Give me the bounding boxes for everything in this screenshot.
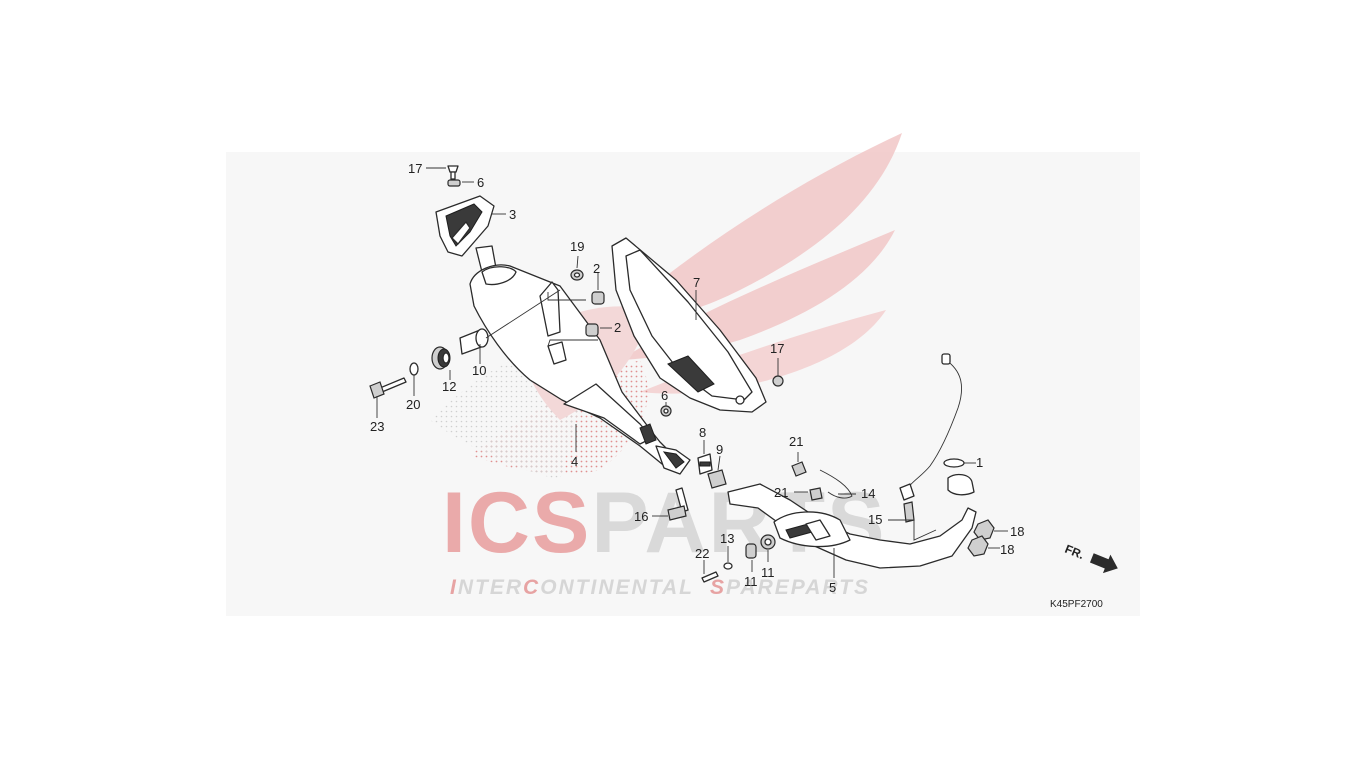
callout-18-upper[interactable]: 18 [1010,524,1024,539]
diagram-code: K45PF2700 [1050,599,1103,610]
callouts: 17 6 3 19 2 2 7 17 6 10 12 20 23 4 8 9 1… [370,161,1024,595]
callout-15[interactable]: 15 [868,512,882,527]
callout-21-lower[interactable]: 21 [774,485,788,500]
part-8-flange-stud[interactable] [697,453,713,475]
callout-11-right[interactable]: 11 [761,565,775,580]
part-2-grommet-lower[interactable] [585,323,599,337]
part-23-bolt[interactable] [369,377,407,399]
callout-2-upper[interactable]: 2 [593,261,600,276]
part-15-o2-sensor[interactable] [899,353,962,523]
callout-8[interactable]: 8 [699,425,706,440]
callout-12[interactable]: 12 [442,379,456,394]
part-17-heat-guard-bolt[interactable] [772,375,784,387]
part-14-bracket[interactable] [819,469,853,499]
callout-6-top[interactable]: 6 [477,175,484,190]
callout-18-lower[interactable]: 18 [1000,542,1014,557]
callout-2-lower[interactable]: 2 [614,320,621,335]
part-4-muffler[interactable] [469,245,691,475]
callout-1[interactable]: 1 [976,455,983,470]
callout-3[interactable]: 3 [509,207,516,222]
callout-11-left[interactable]: 11 [744,574,758,589]
callout-23[interactable]: 23 [370,419,384,434]
callout-5[interactable]: 5 [829,580,836,595]
callout-19[interactable]: 19 [570,239,584,254]
part-22-bolt[interactable] [701,571,719,583]
part-21-bolt-upper[interactable] [791,461,807,477]
watermark-brand-red: ICS [442,475,591,571]
callout-10[interactable]: 10 [472,363,486,378]
callout-17-top[interactable]: 17 [408,161,422,176]
callout-6-guard[interactable]: 6 [661,388,668,403]
front-direction-indicator: FR. [1063,542,1118,574]
part-12-rubber-mount[interactable] [431,346,451,370]
callout-20[interactable]: 20 [406,397,420,412]
part-10-collar[interactable] [459,328,489,355]
part-7-heat-shield[interactable] [611,237,767,413]
part-3-end-cap-protector[interactable] [435,195,495,257]
part-6-heat-guard-washer[interactable] [660,405,672,417]
part-13-washer[interactable] [723,562,733,570]
part-18-nut-upper[interactable] [973,519,995,541]
part-11-collar-right[interactable] [760,534,776,550]
leader-lines [376,167,1008,578]
direction-label: FR. [1063,542,1086,562]
part-18-nut-lower[interactable] [967,535,989,557]
part-5-exhaust-pipe[interactable] [727,473,977,569]
callout-4[interactable]: 4 [571,454,578,469]
callout-17-guard[interactable]: 17 [770,341,784,356]
callout-21-upper[interactable]: 21 [789,434,803,449]
part-20-washer[interactable] [409,362,419,376]
callout-22[interactable]: 22 [695,546,709,561]
callout-16[interactable]: 16 [634,509,648,524]
part-9-gasket[interactable] [707,469,727,489]
part-16-bolt[interactable] [667,487,689,521]
part-6-top-washer[interactable] [447,179,461,187]
part-11-collar-left[interactable] [745,543,757,559]
part-21-bolt-lower[interactable] [809,487,823,501]
front-arrow-icon [1089,553,1118,574]
part-2-grommet-upper[interactable] [591,291,605,305]
part-19-washer[interactable] [570,269,584,281]
callout-13[interactable]: 13 [720,531,734,546]
callout-7[interactable]: 7 [693,275,700,290]
callout-14[interactable]: 14 [861,486,875,501]
callout-9[interactable]: 9 [716,442,723,457]
part-1-gasket[interactable] [943,458,965,468]
part-17-top-bolt[interactable] [447,165,459,180]
